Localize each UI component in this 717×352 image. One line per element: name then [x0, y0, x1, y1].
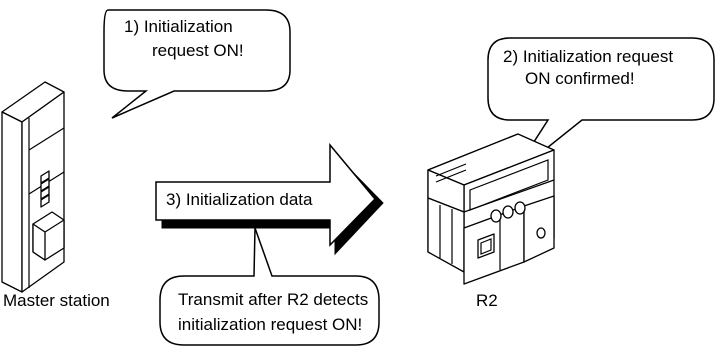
- speech-bubble-r2-confirmed: 2) Initialization request ON confirmed!: [487, 37, 715, 177]
- initialization-data-arrow: 3) Initialization data: [155, 142, 384, 256]
- master-station-label: Master station: [3, 291, 110, 310]
- bubble-master-line-2: request ON!: [152, 41, 244, 60]
- r2-device: [427, 133, 555, 285]
- speech-bubble-master-request: 1) Initialization request ON!: [103, 9, 291, 119]
- bubble-r2-line-2: ON confirmed!: [525, 69, 635, 88]
- speech-bubble-transmit-note: Transmit after R2 detects initialization…: [159, 227, 380, 346]
- bubble-transmit-line-2: initialization request ON!: [178, 315, 362, 334]
- bubble-master-line-1: 1) Initialization: [124, 17, 233, 36]
- master-station-device: [1, 81, 65, 293]
- bubble-transmit-line-1: Transmit after R2 detects: [178, 290, 368, 309]
- bubble-r2-line-1: 2) Initialization request: [503, 47, 673, 66]
- arrow-label: 3) Initialization data: [166, 190, 313, 209]
- r2-label: R2: [476, 291, 498, 310]
